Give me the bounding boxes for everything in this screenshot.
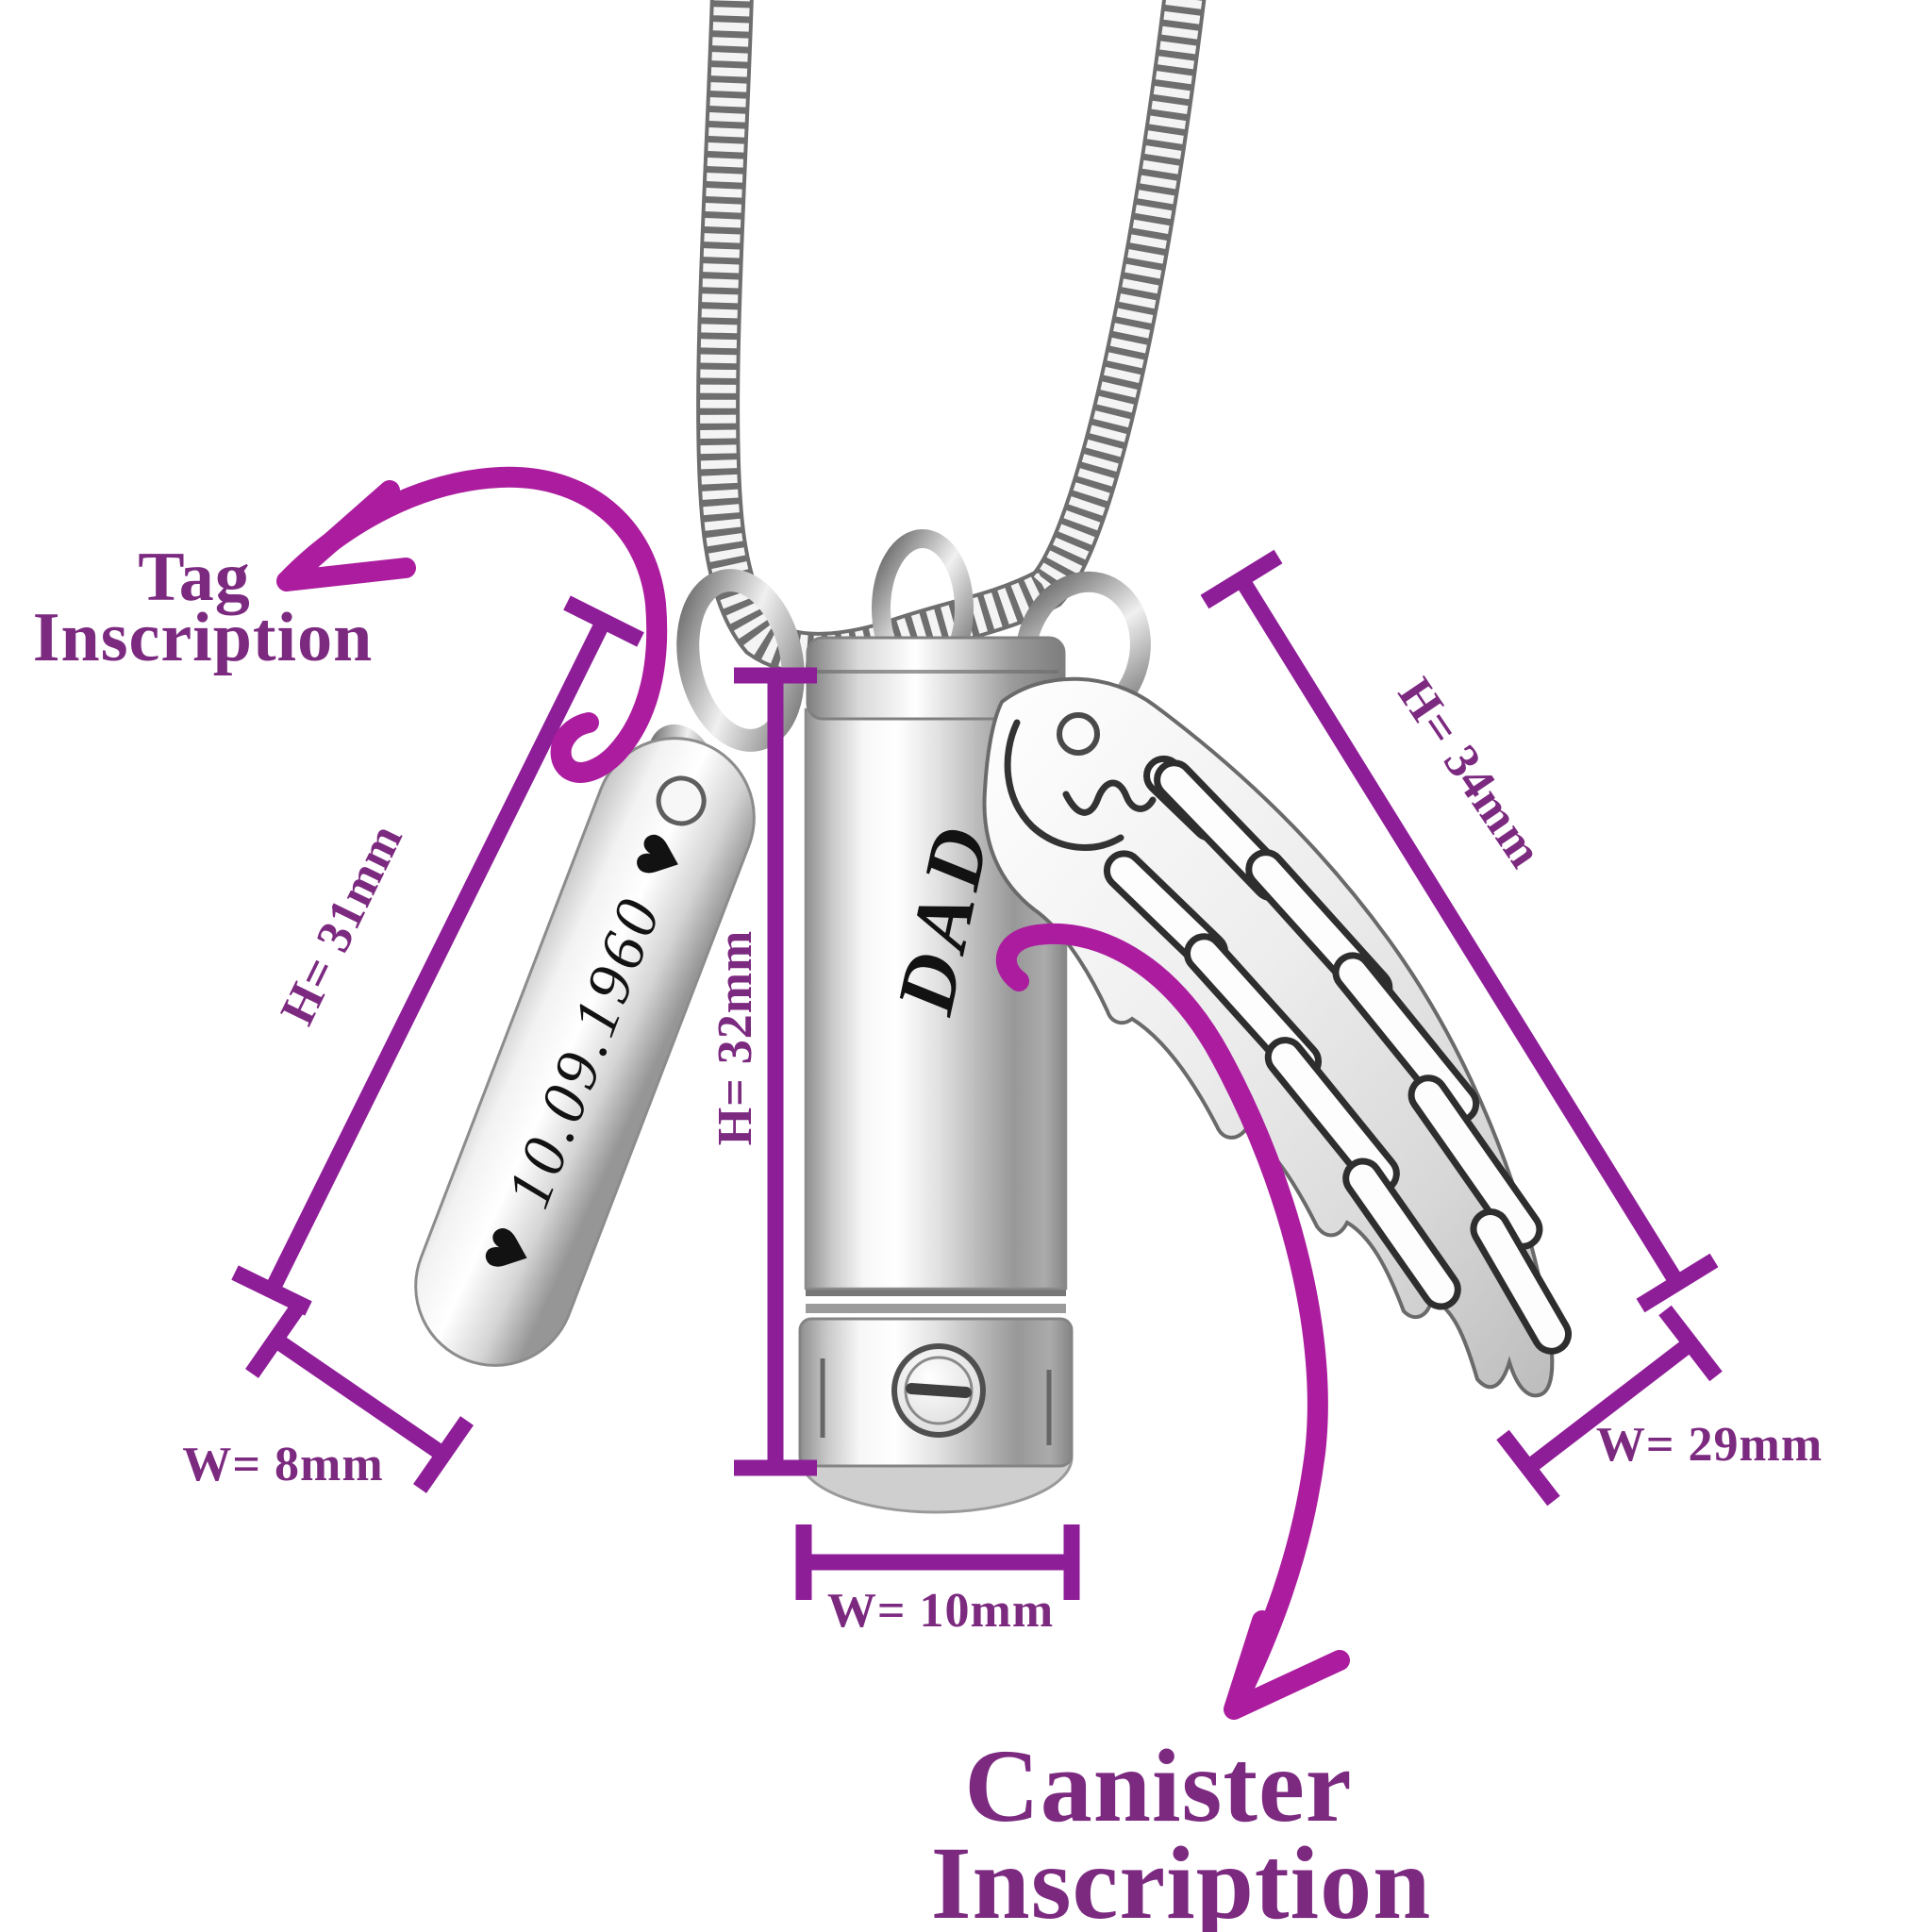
canister-width-value: W= 10mm — [826, 1584, 1055, 1638]
tag-width-dimension-line — [245, 1301, 474, 1493]
wing-head-cut — [1004, 719, 1124, 851]
canister-inscription-label-line2: Inscription — [930, 1825, 1432, 1932]
canister-height-value: H= 32mm — [708, 929, 762, 1146]
tag-inscription-label-line1: Tag — [138, 539, 251, 616]
bar-tag-pendant — [414, 737, 756, 1367]
callout-arrows — [276, 466, 1350, 1720]
wing-squiggle-cut — [1062, 779, 1157, 816]
tag-height-dimension-line — [231, 595, 644, 1316]
screw-detail — [891, 1343, 986, 1438]
dimension-lines — [231, 549, 1723, 1600]
wing-height-dimension-line — [1200, 549, 1719, 1313]
wing-hole — [1057, 712, 1100, 756]
wing-feather-cutouts — [1103, 755, 1572, 1355]
canister-inscription-label-line1: Canister — [964, 1728, 1353, 1843]
tag-inscription-arrow — [276, 466, 668, 783]
tag-inscription-label-line2: Inscription — [32, 599, 374, 676]
angel-wing-pendant — [982, 676, 1572, 1398]
canister-height-dimension-line — [734, 667, 817, 1476]
wing-width-value: W= 29mm — [1595, 1418, 1824, 1472]
tag-width-value: W= 8mm — [182, 1438, 384, 1491]
canister-width-dimension-line — [795, 1524, 1080, 1600]
canister-groove — [806, 1304, 1066, 1313]
tag-hole — [656, 775, 707, 826]
wing-width-dimension-line — [1496, 1305, 1723, 1507]
canister-inscription-arrow — [995, 923, 1350, 1720]
